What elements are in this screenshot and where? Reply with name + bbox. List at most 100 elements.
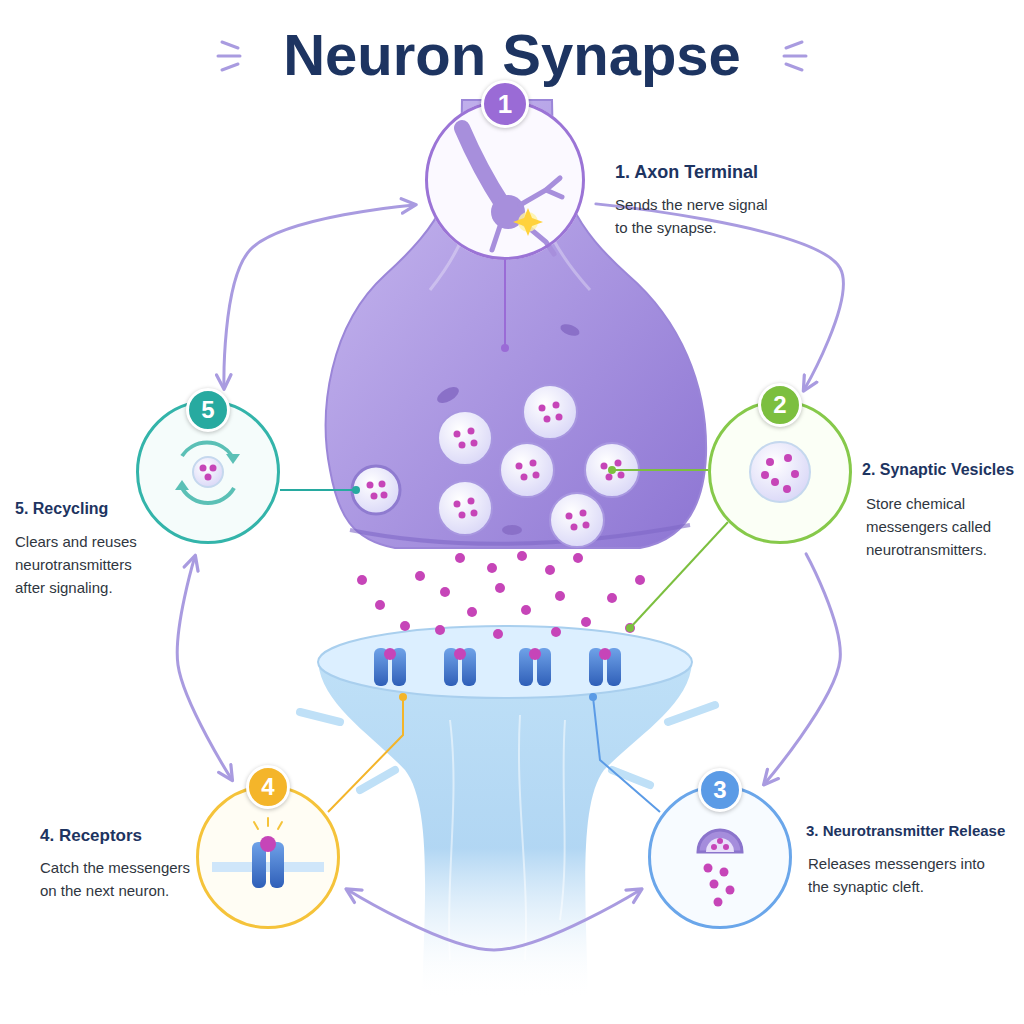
step-circle: 55. RecyclingClears and reuses neurotran… bbox=[136, 400, 280, 544]
neurotransmitter-dots bbox=[545, 565, 555, 575]
leader-lines bbox=[589, 693, 597, 701]
receptor-channels bbox=[529, 648, 541, 660]
diagram-title: Neuron Synapse bbox=[0, 24, 1024, 86]
neurotransmitter-dots bbox=[493, 629, 503, 639]
vesicle-icon bbox=[784, 454, 792, 462]
synaptic-vesicles bbox=[459, 512, 466, 519]
synaptic-vesicles bbox=[379, 481, 386, 488]
synaptic-vesicles bbox=[606, 474, 613, 481]
axon-icon bbox=[513, 208, 543, 236]
synaptic-vesicles bbox=[352, 466, 400, 514]
leader-lines bbox=[608, 466, 616, 474]
vesicle-icon bbox=[771, 478, 779, 486]
synaptic-vesicles bbox=[580, 510, 587, 517]
synaptic-vesicles bbox=[553, 402, 560, 409]
axon-terminal bbox=[559, 322, 581, 338]
synaptic-vesicles bbox=[500, 443, 554, 497]
title-dashes bbox=[786, 64, 802, 70]
step-description: Sends the nerve signal to the synapse. bbox=[615, 193, 777, 239]
step-number: 4 bbox=[246, 765, 290, 809]
release-icon bbox=[704, 864, 713, 873]
synaptic-vesicles bbox=[471, 510, 478, 517]
synaptic-vesicles bbox=[521, 474, 528, 481]
synaptic-vesicles bbox=[454, 431, 461, 438]
step-number: 2 bbox=[758, 383, 802, 427]
vesicle-icon bbox=[783, 485, 791, 493]
receptor-icon bbox=[267, 818, 269, 826]
neurotransmitter-dots bbox=[375, 600, 385, 610]
neurotransmitter-dots bbox=[555, 591, 565, 601]
recycling-icon bbox=[200, 465, 207, 472]
synaptic-vesicles bbox=[550, 493, 604, 547]
synaptic-vesicles bbox=[571, 524, 578, 531]
synaptic-vesicles bbox=[438, 411, 492, 465]
neurotransmitter-dots bbox=[455, 553, 465, 563]
synaptic-vesicles bbox=[367, 482, 374, 489]
receptor-channels bbox=[454, 648, 466, 660]
synaptic-vesicles bbox=[381, 492, 388, 499]
cycle-arrow bbox=[765, 554, 841, 784]
step-heading: 5. Recycling bbox=[15, 498, 135, 520]
leader-lines bbox=[593, 697, 660, 812]
postsynaptic-neuron bbox=[318, 662, 692, 1000]
synaptic-vesicles bbox=[618, 472, 625, 479]
leader-lines bbox=[501, 344, 509, 352]
synaptic-vesicles bbox=[615, 460, 622, 467]
recycling-icon bbox=[175, 443, 240, 503]
step-heading: 1. Axon Terminal bbox=[615, 160, 875, 184]
axon-icon bbox=[546, 190, 562, 197]
vesicle-icon bbox=[791, 470, 799, 478]
leader-lines bbox=[352, 486, 360, 494]
neurotransmitter-dots bbox=[521, 605, 531, 615]
release-icon bbox=[714, 898, 723, 907]
synaptic-vesicles bbox=[438, 411, 492, 465]
synaptic-vesicles bbox=[459, 442, 466, 449]
synaptic-vesicles bbox=[556, 414, 563, 421]
synaptic-vesicles bbox=[371, 493, 378, 500]
recycling-icon bbox=[205, 474, 212, 481]
neurotransmitter-dots bbox=[357, 575, 367, 585]
receptor-icon bbox=[212, 818, 324, 888]
neurotransmitter-dots bbox=[435, 625, 445, 635]
axon-icon bbox=[462, 128, 503, 205]
leader-lines bbox=[399, 693, 407, 701]
synaptic-vesicles bbox=[533, 472, 540, 479]
leader-lines bbox=[280, 260, 728, 812]
leader-lines bbox=[630, 522, 728, 628]
release-icon bbox=[698, 830, 742, 852]
recycling-icon bbox=[175, 480, 189, 490]
vesicle-icon bbox=[766, 458, 774, 466]
synaptic-vesicles bbox=[468, 498, 475, 505]
step-circle: 33. Neurotransmitter ReleaseReleases mes… bbox=[648, 785, 792, 929]
vesicle-icon bbox=[761, 471, 769, 479]
neurotransmitter-dots bbox=[487, 563, 497, 573]
postsynaptic-neuron bbox=[318, 626, 692, 698]
step-description: Clears and reuses neurotransmitters afte… bbox=[15, 530, 150, 599]
step-heading: 4. Receptors bbox=[40, 824, 190, 847]
step-circle: 11. Axon TerminalSends the nerve signal … bbox=[425, 100, 585, 260]
axon-icon bbox=[492, 226, 500, 250]
neurotransmitter-dots bbox=[551, 627, 561, 637]
recycling-icon bbox=[226, 454, 240, 464]
step-number: 5 bbox=[186, 388, 230, 432]
synaptic-vesicles bbox=[352, 466, 400, 514]
release-icon bbox=[720, 868, 729, 877]
release-icon bbox=[723, 844, 729, 850]
axon-icon bbox=[462, 128, 562, 254]
neurotransmitter-dots bbox=[517, 551, 527, 561]
neurotransmitter-dots bbox=[415, 571, 425, 581]
synaptic-vesicles bbox=[471, 440, 478, 447]
cycle-arrow bbox=[348, 890, 641, 950]
postsynaptic-neuron bbox=[519, 715, 526, 960]
receptor-icon bbox=[254, 818, 282, 829]
synaptic-vesicles bbox=[352, 385, 639, 547]
axon-terminal bbox=[435, 384, 462, 406]
axon-terminal bbox=[502, 525, 522, 535]
title-dashes bbox=[222, 64, 238, 70]
receptor-icon bbox=[212, 862, 324, 872]
synaptic-vesicles bbox=[601, 463, 608, 470]
receptor-channels bbox=[384, 648, 396, 660]
synaptic-vesicles bbox=[583, 522, 590, 529]
